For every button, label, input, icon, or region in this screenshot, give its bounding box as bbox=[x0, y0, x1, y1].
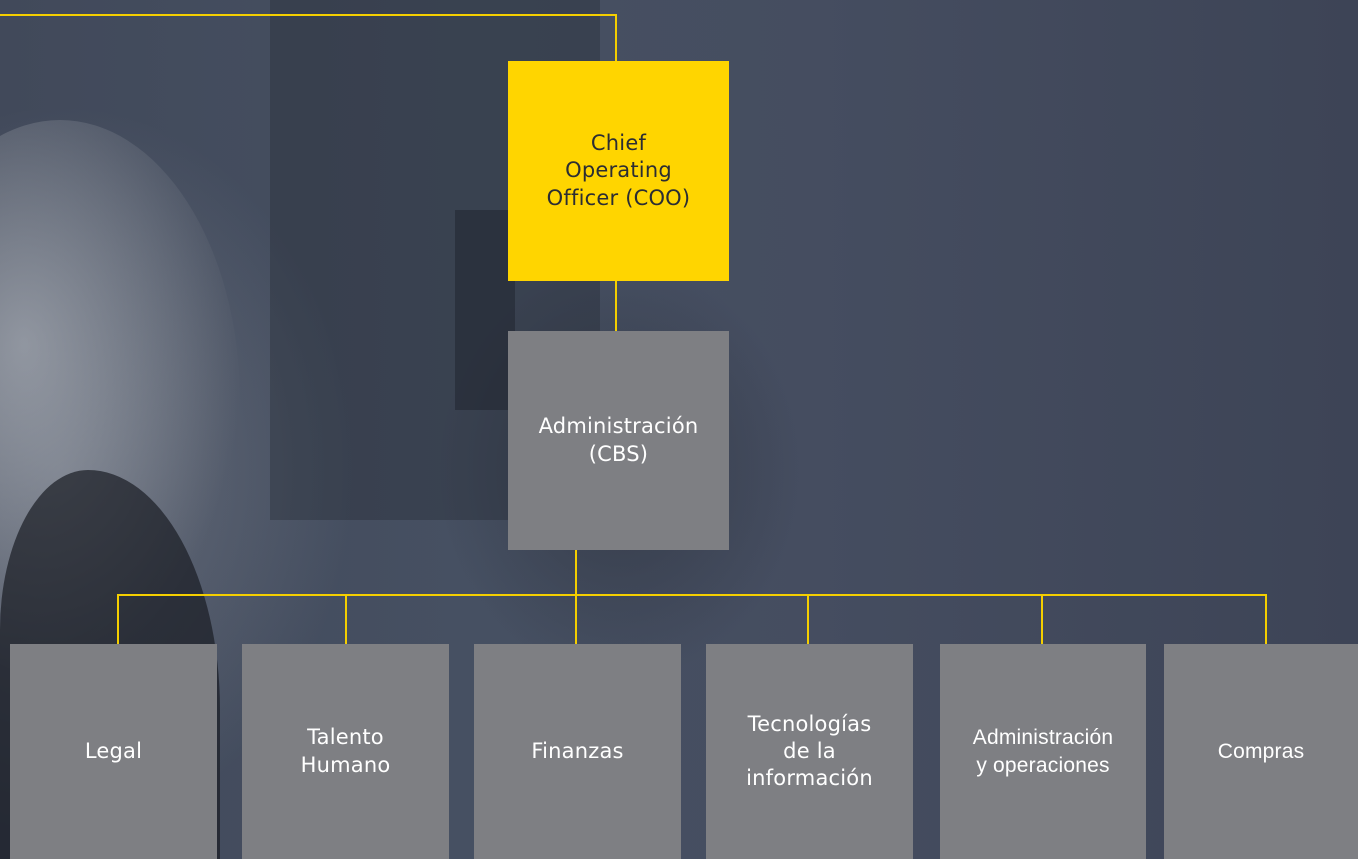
connector-drop-talento bbox=[345, 594, 347, 644]
connector-drop-tecnologias bbox=[807, 594, 809, 644]
connector-top-vertical bbox=[615, 14, 617, 62]
dept-compras-box: Compras bbox=[1164, 644, 1358, 859]
dept-tecnologias-label: Tecnologías de la información bbox=[746, 711, 873, 791]
admin-cbs-label: Administración (CBS) bbox=[538, 414, 699, 466]
dept-administracion-operaciones-label: Administración y operaciones bbox=[972, 726, 1114, 777]
dept-compras-label: Compras bbox=[1217, 739, 1305, 763]
connector-branch-horizontal bbox=[117, 594, 1267, 596]
dept-finanzas-label: Finanzas bbox=[531, 738, 624, 763]
connector-drop-administracion bbox=[1041, 594, 1043, 644]
dept-legal-label: Legal bbox=[84, 738, 143, 763]
dept-talento-humano-box: Talento Humano bbox=[242, 644, 449, 859]
admin-cbs-box: Administración (CBS) bbox=[508, 331, 729, 550]
connector-drop-legal bbox=[117, 594, 119, 644]
dept-finanzas-box: Finanzas bbox=[474, 644, 681, 859]
dept-legal-box: Legal bbox=[10, 644, 217, 859]
connector-top-horizontal bbox=[0, 14, 617, 16]
dept-administracion-operaciones-box: Administración y operaciones bbox=[940, 644, 1146, 859]
dept-talento-humano-label: Talento Humano bbox=[300, 725, 391, 777]
connector-drop-compras bbox=[1265, 594, 1267, 644]
connector-coo-to-admin bbox=[615, 280, 617, 332]
connector-admin-down bbox=[575, 549, 577, 645]
dept-tecnologias-box: Tecnologías de la información bbox=[706, 644, 913, 859]
coo-box: Chief Operating Officer (COO) bbox=[508, 61, 729, 281]
coo-label: Chief Operating Officer (COO) bbox=[546, 131, 691, 210]
